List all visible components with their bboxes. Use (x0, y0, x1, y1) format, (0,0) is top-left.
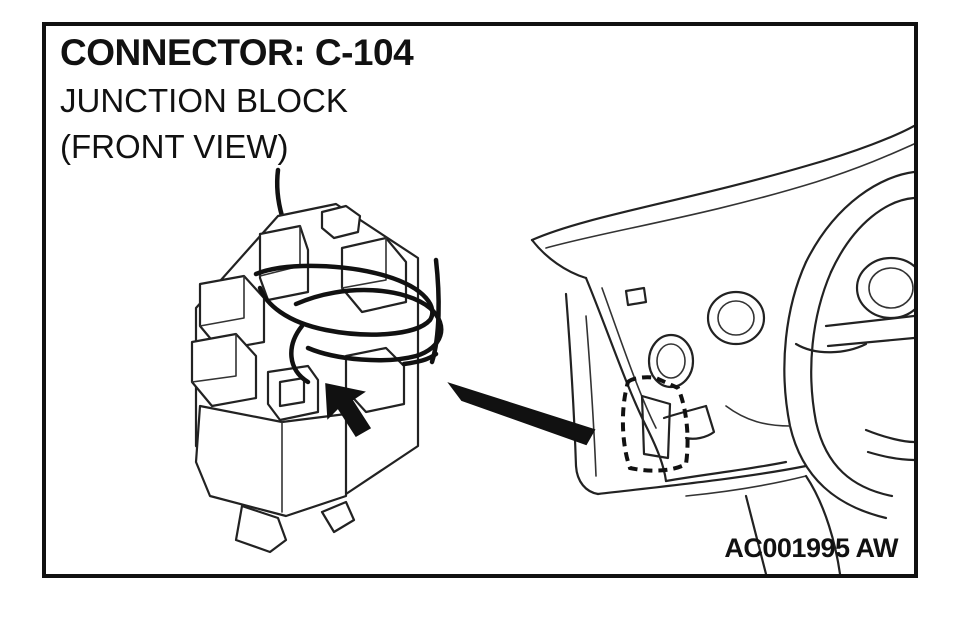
connector-title: CONNECTOR: C-104 (60, 32, 414, 73)
diagram-frame: CONNECTOR: C-104 JUNCTION BLOCK (FRONT V… (42, 22, 918, 578)
diagram-illustration (190, 124, 914, 574)
arrow-icon (325, 383, 372, 438)
component-name: JUNCTION BLOCK (60, 82, 348, 119)
dashboard-illustration (530, 124, 914, 574)
junction-block-illustration (190, 167, 444, 554)
callout-wedge (447, 382, 596, 446)
view-label: (FRONT VIEW) (60, 128, 289, 165)
location-highlight (620, 375, 690, 473)
figure-code: AC001995 AW (724, 533, 898, 563)
